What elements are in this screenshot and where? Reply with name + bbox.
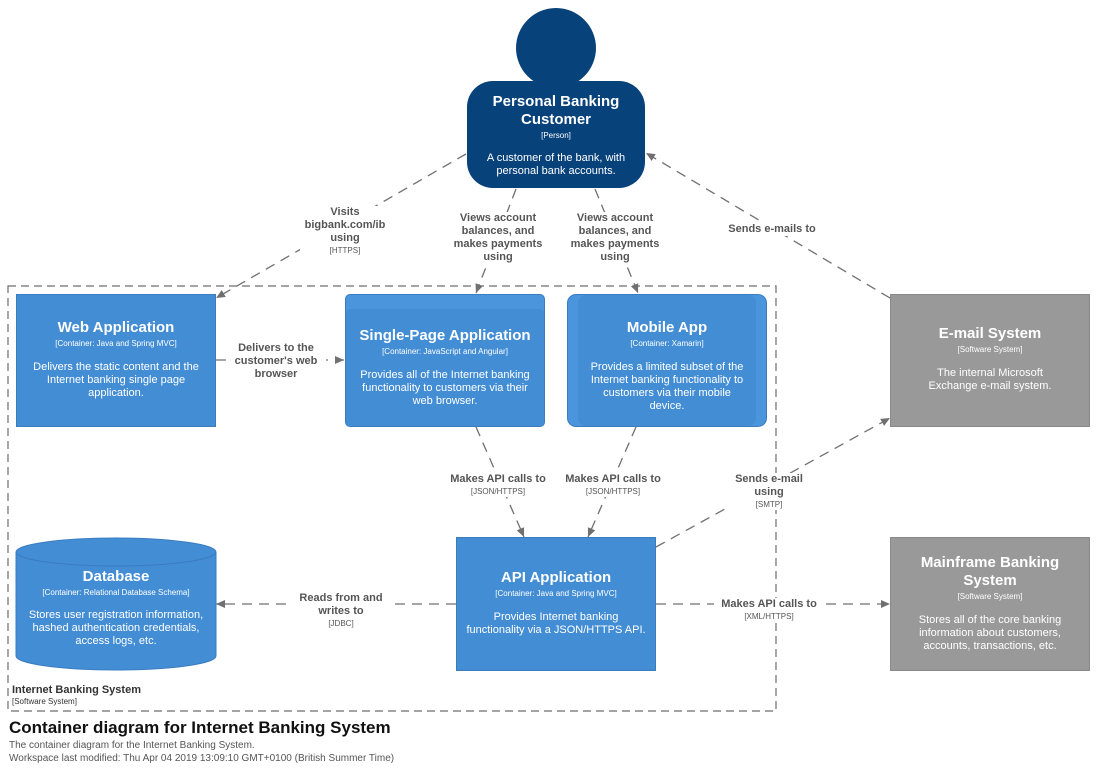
- api-application-box[interactable]: API Application [Container: Java and Spr…: [456, 537, 656, 671]
- label-mobile-api-text: Makes API calls to: [565, 473, 661, 485]
- label-api-db-tech: [JDBC]: [328, 619, 354, 628]
- api-kind: [Container: Java and Spring MVC]: [495, 589, 617, 598]
- diagram-title: Container diagram for Internet Banking S…: [9, 718, 391, 737]
- api-desc: Provides Internet banking functionality …: [466, 611, 646, 636]
- spa-desc: Provides all of the Internet banking fun…: [360, 369, 530, 407]
- label-api-mainframe-tech: [XML/HTTPS]: [744, 612, 794, 621]
- email-name: E-mail System: [938, 325, 1042, 342]
- database-desc: Stores user registration information, ha…: [28, 609, 204, 647]
- label-api-email: Sends e-mail using [SMTP]: [730, 473, 808, 510]
- single-page-application-box[interactable]: Single-Page Application [Container: Java…: [345, 294, 545, 427]
- diagram-description: The container diagram for the Internet B…: [9, 740, 255, 751]
- person-body: [467, 81, 645, 188]
- mobile-kind: [Container: Xamarin]: [630, 339, 704, 348]
- person-customer[interactable]: Personal Banking Customer [Person] A cus…: [467, 93, 645, 185]
- label-api-email-tech: [SMTP]: [755, 500, 783, 509]
- label-api-email-text: Sends e-mail using: [735, 473, 803, 498]
- label-sends-emails: Sends e-mails to: [720, 223, 824, 236]
- label-visits: Visits bigbank.com/ib using [HTTPS]: [300, 206, 390, 256]
- label-mobile-api-tech: [JSON/HTTPS]: [585, 487, 641, 496]
- database-kind: [Container: Relational Database Schema]: [42, 588, 190, 597]
- database-cylinder: [15, 552, 217, 671]
- api-name: API Application: [500, 569, 612, 586]
- label-views-spa: Views account balances, and makes paymen…: [446, 212, 550, 264]
- label-spa-api-text: Makes API calls to: [450, 473, 546, 485]
- web-app-kind: [Container: Java and Spring MVC]: [55, 339, 177, 348]
- database-top: [15, 537, 217, 567]
- label-views-mobile: Views account balances, and makes paymen…: [563, 212, 667, 264]
- database-name: Database: [82, 568, 150, 585]
- mobile-name: Mobile App: [626, 319, 708, 336]
- boundary-name: Internet Banking System: [12, 684, 141, 696]
- label-spa-api: Makes API calls to [JSON/HTTPS]: [444, 473, 552, 497]
- label-visits-tech: [HTTPS]: [329, 246, 361, 255]
- label-api-db-text: Reads from and writes to: [299, 592, 383, 617]
- email-desc: The internal Microsoft Exchange e-mail s…: [928, 367, 1052, 392]
- mainframe-desc: Stores all of the core banking informati…: [918, 614, 1062, 652]
- label-sends-emails-text: Sends e-mails to: [728, 223, 816, 235]
- person-desc: A customer of the bank, with personal ba…: [486, 152, 626, 177]
- label-views-spa-text: Views account balances, and makes paymen…: [453, 212, 543, 263]
- person-name: Personal Banking Customer: [492, 93, 620, 128]
- web-application-box[interactable]: Web Application [Container: Java and Spr…: [16, 294, 216, 427]
- person-head: [516, 8, 596, 88]
- label-spa-api-tech: [JSON/HTTPS]: [470, 487, 526, 496]
- email-system-box[interactable]: E-mail System [Software System] The inte…: [890, 294, 1090, 427]
- diagram-modified: Workspace last modified: Thu Apr 04 2019…: [9, 753, 395, 764]
- email-kind: [Software System]: [957, 345, 1023, 354]
- mainframe-name: Mainframe Banking System: [920, 554, 1060, 589]
- mobile-app-box[interactable]: Mobile App [Container: Xamarin] Provides…: [567, 294, 767, 427]
- label-api-mainframe-text: Makes API calls to: [721, 598, 817, 610]
- boundary-kind: [Software System]: [12, 697, 77, 706]
- spa-name: Single-Page Application: [359, 327, 531, 344]
- label-delivers: Delivers to the customer's web browser: [226, 342, 326, 381]
- web-app-name: Web Application: [57, 319, 175, 336]
- mainframe-kind: [Software System]: [957, 592, 1023, 601]
- label-api-mainframe: Makes API calls to [XML/HTTPS]: [714, 598, 824, 622]
- person-kind: [Person]: [541, 131, 571, 140]
- api-email-line: [655, 417, 891, 548]
- label-views-mobile-text: Views account balances, and makes paymen…: [570, 212, 660, 263]
- mainframe-system-box[interactable]: Mainframe Banking System [Software Syste…: [890, 537, 1090, 671]
- label-delivers-text: Delivers to the customer's web browser: [234, 342, 318, 380]
- label-visits-text: Visits bigbank.com/ib using: [304, 206, 386, 244]
- label-api-db: Reads from and writes to [JDBC]: [292, 592, 390, 629]
- mobile-desc: Provides a limited subset of the Interne…: [590, 361, 744, 412]
- spa-kind: [Container: JavaScript and Angular]: [382, 347, 508, 356]
- label-mobile-api: Makes API calls to [JSON/HTTPS]: [559, 473, 667, 497]
- web-app-desc: Delivers the static content and the Inte…: [33, 361, 199, 399]
- database-box[interactable]: Database [Container: Relational Database…: [16, 568, 216, 658]
